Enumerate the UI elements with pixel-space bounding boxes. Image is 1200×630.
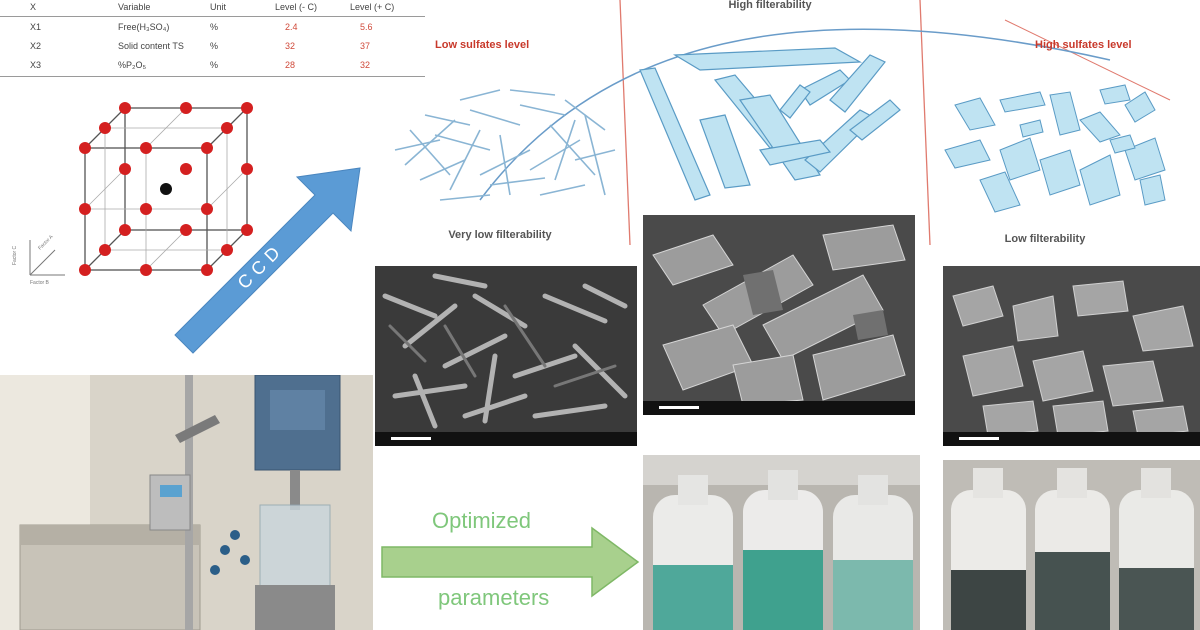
separator-line: [919, 0, 931, 246]
plate-crystals: [639, 47, 901, 201]
table-cell: Free(H₃SO₄): [118, 22, 170, 32]
ccd-cube-diagram: Factor C Factor B Factor A: [12, 102, 253, 286]
low-sulfates-label: Low sulfates level: [435, 39, 529, 51]
crystal-schematic: Low sulfates level High filterability Hi…: [394, 0, 1171, 246]
scale-bar: [643, 401, 915, 415]
optimized-label: Optimized: [432, 508, 532, 533]
very-low-filterability-label: Very low filterability: [448, 229, 552, 241]
parameters-label: parameters: [438, 585, 550, 610]
reactor-photo: [0, 375, 373, 630]
table-row: X1 Free(H₃SO₄) % 2.4 5.6: [0, 20, 425, 36]
sem-image-plates: [643, 215, 915, 415]
sem-image-needles: [375, 266, 637, 446]
table-cell: 2.4: [285, 22, 298, 32]
sem-image-small-plates: [943, 266, 1200, 446]
table-cell: 5.6: [360, 22, 373, 32]
high-filterability-label: High filterability: [728, 0, 812, 11]
factor-table: X Variable Unit Level (- C) Level (+ C) …: [0, 0, 425, 80]
center-point: [160, 183, 172, 195]
separator-line: [619, 0, 631, 246]
table-cell: 28: [285, 60, 296, 70]
optimized-arrow: [381, 526, 640, 598]
axis-label: Factor B: [30, 280, 50, 286]
design-points: [79, 102, 253, 276]
table-header-row: X Variable Unit Level (- C) Level (+ C): [0, 0, 425, 16]
bottles-photo-green: [643, 455, 920, 630]
table-cell: 32: [285, 41, 296, 51]
table-header: X: [30, 2, 37, 12]
table-header: Level (- C): [275, 2, 318, 12]
separator-line: [1004, 19, 1171, 101]
table-row: X2 Solid content TS % 32 37: [0, 39, 425, 55]
high-sulfates-label: High sulfates level: [1035, 39, 1132, 51]
scale-bar: [943, 432, 1200, 446]
table-cell: %: [210, 41, 219, 51]
table-cell: %P₂O₅: [118, 60, 147, 70]
axis-label: Factor A: [37, 234, 55, 252]
ccd-arrow: CCD: [174, 167, 361, 354]
table-cell: Solid content TS: [118, 41, 184, 51]
table-cell: 32: [360, 60, 371, 70]
table-cell: %: [210, 60, 219, 70]
small-plate-crystals: [944, 84, 1166, 213]
table-rule: [0, 76, 425, 77]
table-cell: X2: [30, 41, 42, 51]
table-header: Unit: [210, 2, 227, 12]
table-header: Variable: [118, 2, 151, 12]
filterability-curve: [479, 28, 1111, 201]
table-row: X3 %P₂O₅ % 28 32: [0, 58, 425, 74]
table-cell: %: [210, 22, 219, 32]
bottles-photo-dark: [943, 460, 1200, 630]
axis-gizmo: [29, 240, 65, 276]
table-rule: [0, 16, 425, 17]
low-filterability-label: Low filterability: [1005, 233, 1087, 245]
table-header: Level (+ C): [350, 2, 395, 12]
needle-crystals: [394, 89, 616, 201]
scale-bar: [375, 432, 637, 446]
table-cell: X1: [30, 22, 42, 32]
axis-label: Factor C: [12, 245, 18, 265]
table-cell: 37: [360, 41, 371, 51]
table-cell: X3: [30, 60, 42, 70]
